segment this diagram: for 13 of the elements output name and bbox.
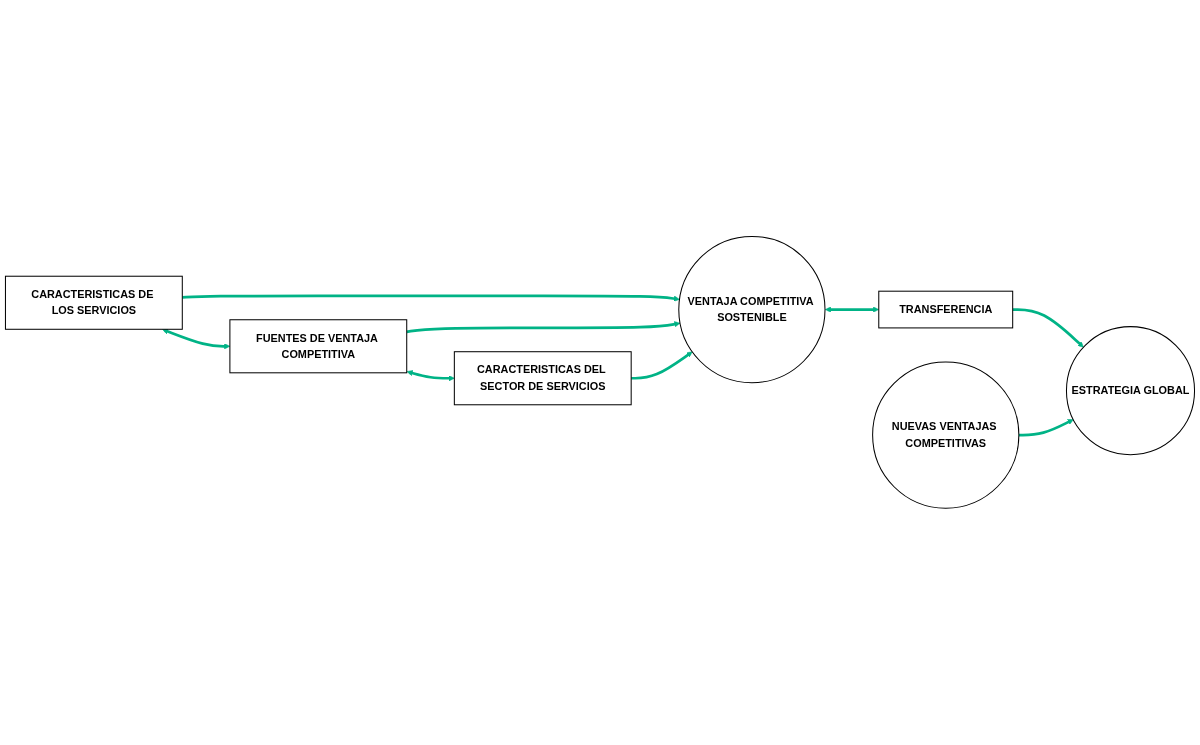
arrow [182, 294, 680, 302]
node-box: CARACTERISTICAS DEL SECTOR DE SERVICIOS [453, 351, 632, 406]
node-box: FUENTES DE VENTAJA COMPETITIVA [229, 319, 408, 374]
arrow [631, 351, 693, 380]
node-box: TRANSFERENCIA [878, 290, 1014, 329]
arrow [406, 370, 455, 382]
node-box: CARACTERISTICAS DE LOS SERVICIOS [4, 275, 183, 330]
arrow [406, 321, 681, 334]
arrow [1018, 419, 1074, 437]
node-circle: VENTAJA COMPETITIVA SOSTENIBLE [678, 236, 826, 384]
node-circle: NUEVAS VENTAJAS COMPETITIVAS [872, 361, 1020, 509]
node-circle: ESTRATEGIA GLOBAL [1065, 326, 1196, 456]
arrow [1012, 308, 1084, 348]
